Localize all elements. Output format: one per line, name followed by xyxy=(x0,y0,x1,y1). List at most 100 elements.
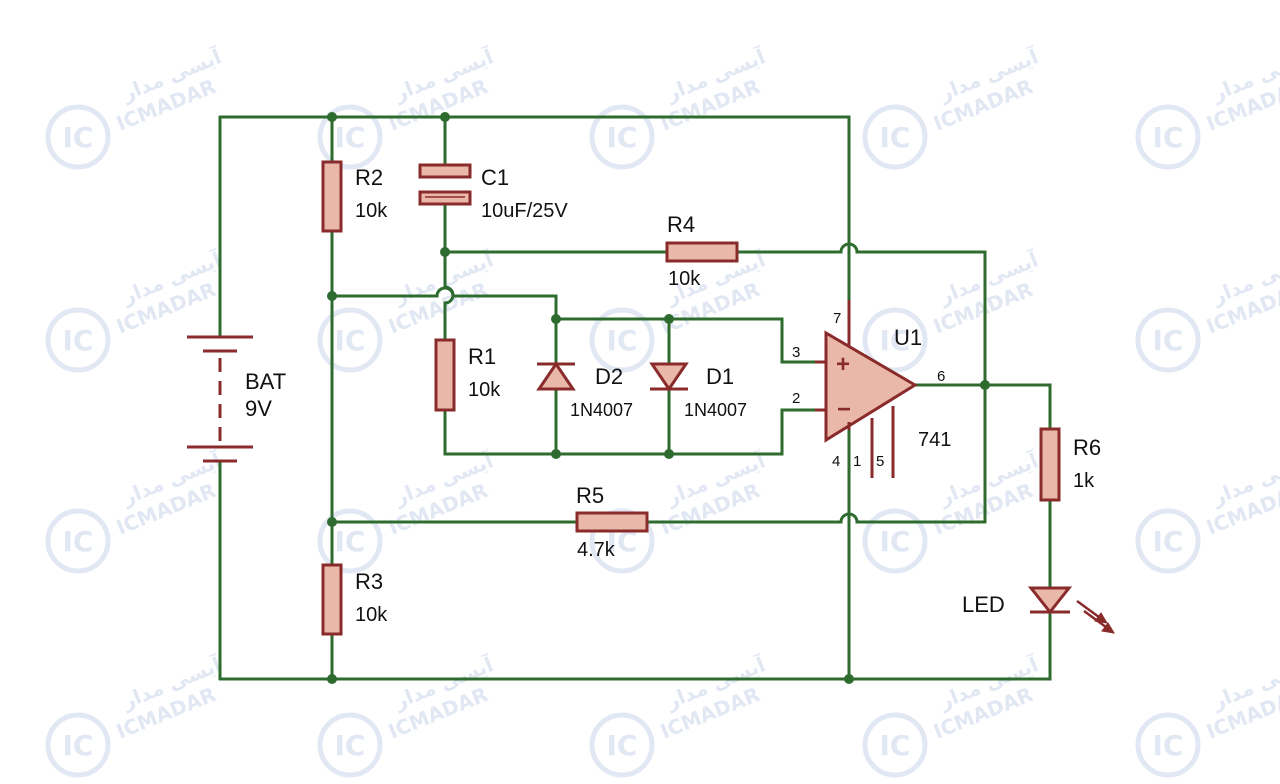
r5-value-label: 4.7k xyxy=(577,539,616,561)
wire-bottom-rail xyxy=(218,610,1052,681)
watermark-logo-text: IC xyxy=(880,525,911,558)
wire-r4-right xyxy=(735,242,987,524)
watermark-logo-text: IC xyxy=(1153,729,1184,762)
watermark-logo-text: IC xyxy=(880,729,911,762)
junction-dot xyxy=(327,674,337,684)
battery-symbol xyxy=(187,335,253,463)
u1-pin6-label: 6 xyxy=(937,368,945,385)
u1-opamp xyxy=(815,300,918,478)
watermark-logo-text: IC xyxy=(880,324,911,357)
wire-output xyxy=(913,383,1052,431)
bat-value-label: 9V xyxy=(245,396,272,421)
junction-dot xyxy=(327,291,337,301)
u1-pin5-label: 5 xyxy=(876,453,884,470)
junction-dot xyxy=(440,247,450,257)
u1-minus-sign: − xyxy=(837,396,851,423)
junction-dot xyxy=(440,112,450,122)
r4-ref-label: R4 xyxy=(667,212,695,237)
watermark-ring xyxy=(589,712,655,778)
components xyxy=(187,160,1115,636)
junction-dot xyxy=(327,517,337,527)
r2-resistor xyxy=(321,160,343,233)
watermark-logo-text: IC xyxy=(335,729,366,762)
u1-pin2-label: 2 xyxy=(792,390,800,407)
wires xyxy=(218,115,1052,681)
c1-capacitor xyxy=(418,163,472,206)
r5-resistor xyxy=(575,511,649,533)
junction-dot xyxy=(551,314,561,324)
watermark-ring xyxy=(589,508,655,574)
junction-dot xyxy=(980,380,990,390)
watermark-ring xyxy=(45,104,111,170)
watermark-ring xyxy=(45,712,111,778)
junctions xyxy=(327,112,990,684)
watermark-logo-text: IC xyxy=(607,729,638,762)
watermark-ring xyxy=(862,712,928,778)
junction-dot xyxy=(664,449,674,459)
u1-ref-label: U1 xyxy=(894,325,922,350)
watermark-logo-text: IC xyxy=(335,525,366,558)
r1-resistor xyxy=(434,338,456,412)
u1-value-label: 741 xyxy=(918,429,951,451)
u1-pin7-label: 7 xyxy=(833,310,841,327)
watermark-ring xyxy=(45,508,111,574)
r2-value-label: 10k xyxy=(355,200,388,222)
watermark-ring xyxy=(862,104,928,170)
watermark-ring xyxy=(1135,104,1201,170)
led-ref-label: LED xyxy=(962,592,1005,617)
junction-dot xyxy=(551,449,561,459)
watermark-ring xyxy=(317,307,383,373)
watermark-ring xyxy=(862,307,928,373)
r3-resistor xyxy=(321,563,343,636)
watermark-ring xyxy=(317,508,383,574)
watermark-logo-text: IC xyxy=(335,324,366,357)
r3-ref-label: R3 xyxy=(355,569,383,594)
watermark-ring xyxy=(317,104,383,170)
d2-value-label: 1N4007 xyxy=(570,400,633,420)
junction-dot xyxy=(327,112,337,122)
watermark-ring xyxy=(589,104,655,170)
r6-ref-label: R6 xyxy=(1073,435,1101,460)
labels: BAT 9V R2 10k C1 10uF/25V R4 10k R1 10k … xyxy=(245,165,1101,626)
watermark-logo-text: IC xyxy=(880,121,911,154)
watermark-logo-text: IC xyxy=(1153,324,1184,357)
d1-diode xyxy=(649,362,689,392)
bat-ref-label: BAT xyxy=(245,369,286,394)
d2-ref-label: D2 xyxy=(595,364,623,389)
watermark-ring xyxy=(589,307,655,373)
d1-value-label: 1N4007 xyxy=(684,400,747,420)
r1-ref-label: R1 xyxy=(468,344,496,369)
watermark-logo-text: IC xyxy=(607,324,638,357)
watermark-logo-text: IC xyxy=(63,324,94,357)
r5-ref-label: R5 xyxy=(576,483,604,508)
junction-dot xyxy=(844,674,854,684)
watermark-ring xyxy=(1135,307,1201,373)
d2-diode xyxy=(536,361,576,391)
junction-dot xyxy=(664,314,674,324)
u1-pin3-label: 3 xyxy=(792,344,800,361)
r2-ref-label: R2 xyxy=(355,165,383,190)
u1-plus-sign: + xyxy=(836,351,850,378)
watermark-logo-text: IC xyxy=(63,121,94,154)
wire-top-rail xyxy=(218,115,851,302)
r3-value-label: 10k xyxy=(355,604,388,626)
watermark-logo-text: IC xyxy=(335,121,366,154)
watermark-ring xyxy=(1135,508,1201,574)
